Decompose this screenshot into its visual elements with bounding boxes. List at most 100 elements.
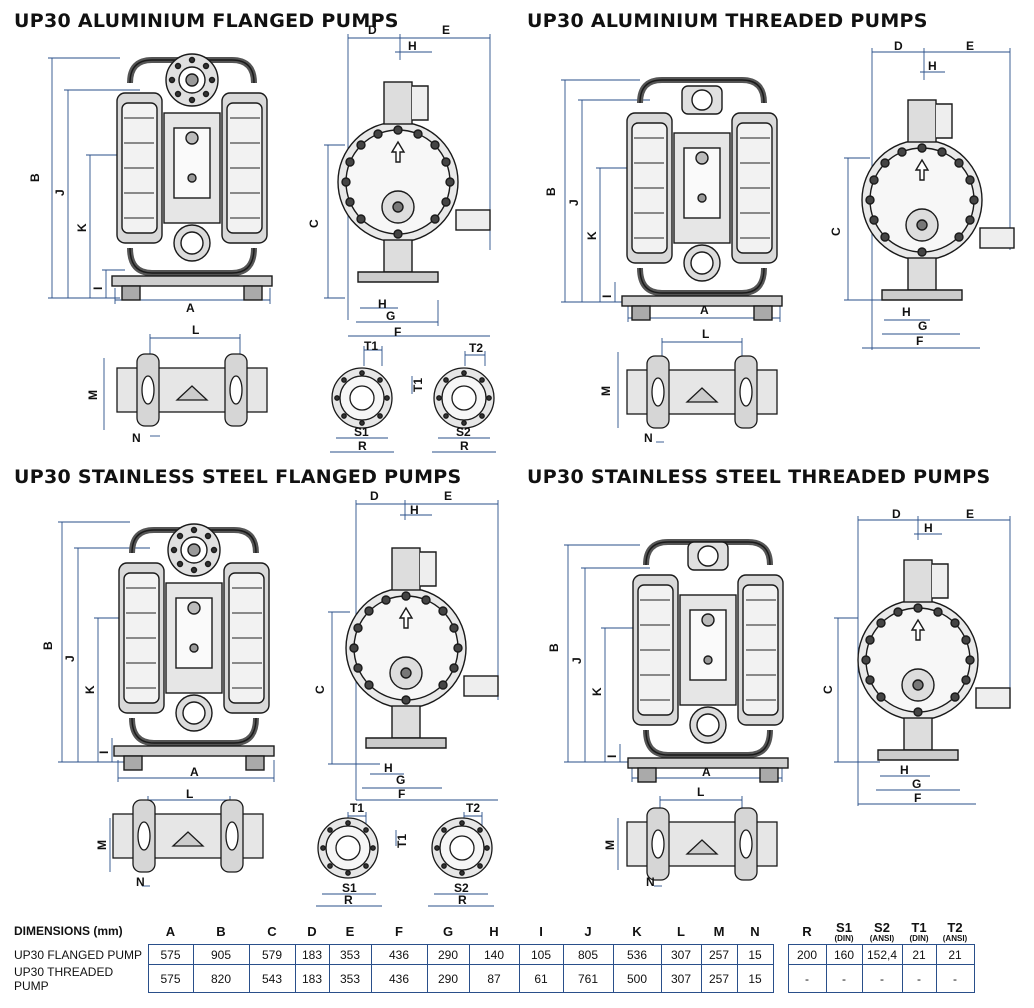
label-F-q2: F bbox=[916, 334, 923, 348]
label-L-q2: L bbox=[702, 327, 709, 341]
label-C-q4: C bbox=[821, 685, 835, 694]
table-cell: 500 bbox=[612, 964, 662, 993]
label-A-q2: A bbox=[700, 303, 709, 317]
table-cell: - bbox=[787, 964, 827, 993]
label-A-q3: A bbox=[190, 765, 199, 779]
label-H-bottom-q3: H bbox=[384, 761, 393, 775]
row-label: UP30 THREADED PUMP bbox=[14, 964, 114, 993]
table-cell: 575 bbox=[147, 964, 194, 993]
table-cell: 307 bbox=[660, 964, 702, 993]
label-M: M bbox=[86, 390, 100, 400]
table-cell: 353 bbox=[328, 944, 372, 965]
table-cell: 183 bbox=[294, 944, 330, 965]
table-cell: - bbox=[935, 964, 975, 993]
label-N-q2: N bbox=[644, 431, 653, 445]
label-E-q3: E bbox=[444, 489, 452, 503]
table-cell: 15 bbox=[736, 964, 774, 993]
col-header-right: T2(ANSI) bbox=[942, 919, 968, 943]
label-L-q3: L bbox=[186, 787, 193, 801]
label-M-q3: M bbox=[95, 840, 109, 850]
label-G-q4: G bbox=[912, 777, 921, 791]
table-cell: 575 bbox=[147, 944, 194, 965]
table-cell: 105 bbox=[518, 944, 564, 965]
label-F-q4: F bbox=[914, 791, 921, 805]
label-K-q4: K bbox=[590, 687, 604, 696]
label-H-q3: H bbox=[410, 503, 419, 517]
drawing-aluminium-threaded bbox=[622, 80, 1015, 429]
label-K-q2: K bbox=[585, 231, 599, 240]
col-header: C bbox=[267, 923, 277, 939]
label-H-bottom: H bbox=[378, 297, 387, 311]
col-header: F bbox=[395, 923, 403, 939]
drawing-stainless-threaded bbox=[627, 542, 1011, 881]
table-cell: 307 bbox=[660, 944, 702, 965]
label-T1-side: T1 bbox=[411, 378, 425, 392]
label-J-q3: J bbox=[63, 655, 77, 662]
table-cell: 15 bbox=[736, 944, 774, 965]
label-S1-q3: S1 bbox=[342, 881, 357, 895]
label-L-q4: L bbox=[697, 785, 704, 799]
table-cell: 290 bbox=[426, 944, 470, 965]
col-header: M bbox=[713, 923, 725, 939]
table-header-label: DIMENSIONS (mm) bbox=[14, 924, 123, 939]
label-H-q2: H bbox=[928, 59, 937, 73]
label-D-q4: D bbox=[892, 507, 901, 521]
col-header: I bbox=[539, 923, 543, 939]
drawing-stainless-flanged bbox=[113, 523, 499, 879]
table-cell: 21 bbox=[935, 944, 975, 965]
title-stainless-threaded: UP30 STAINLESS STEEL THREADED PUMPS bbox=[527, 466, 991, 488]
label-B: B bbox=[28, 173, 42, 182]
label-F-q3: F bbox=[398, 787, 405, 801]
label-E-q4: E bbox=[966, 507, 974, 521]
label-I-q4: I bbox=[605, 755, 619, 758]
label-F: F bbox=[394, 325, 401, 339]
label-H: H bbox=[408, 39, 417, 53]
col-header: D bbox=[307, 923, 317, 939]
label-A-q4: A bbox=[702, 765, 711, 779]
table-cell: 257 bbox=[700, 964, 738, 993]
dimensions-table: DIMENSIONS (mm) A B C D E F G H I J K L … bbox=[14, 918, 975, 993]
label-R-1: R bbox=[358, 439, 367, 453]
col-header: L bbox=[677, 923, 685, 939]
label-B-q4: B bbox=[547, 643, 561, 652]
label-I-q2: I bbox=[600, 295, 614, 298]
table-cell: 183 bbox=[294, 964, 330, 993]
label-S1: S1 bbox=[354, 425, 369, 439]
col-header-right: S1(DIN) bbox=[834, 919, 854, 943]
col-header-right: T1(DIN) bbox=[909, 919, 929, 943]
label-C-q3: C bbox=[313, 685, 327, 694]
label-L: L bbox=[192, 323, 199, 337]
table-cell: 21 bbox=[901, 944, 937, 965]
label-D-q3: D bbox=[370, 489, 379, 503]
table-cell: 820 bbox=[192, 964, 250, 993]
col-header: A bbox=[165, 923, 176, 939]
title-aluminium-flanged: UP30 ALUMINIUM FLANGED PUMPS bbox=[14, 10, 399, 32]
table-cell: 140 bbox=[468, 944, 520, 965]
label-E: E bbox=[442, 23, 450, 37]
col-header-right: S2(ANSI) bbox=[869, 919, 895, 943]
col-header: H bbox=[489, 923, 499, 939]
table-row: UP30 FLANGED PUMP 575 905 579 183 353 43… bbox=[14, 944, 975, 965]
label-K-q3: K bbox=[83, 685, 97, 694]
col-header-right: R bbox=[802, 923, 812, 939]
label-S2: S2 bbox=[456, 425, 471, 439]
title-aluminium-threaded: UP30 ALUMINIUM THREADED PUMPS bbox=[527, 10, 928, 32]
label-B-q3: B bbox=[41, 641, 55, 650]
table-header-row: DIMENSIONS (mm) A B C D E F G H I J K L … bbox=[14, 918, 974, 945]
label-H-bottom-q2: H bbox=[902, 305, 911, 319]
table-cell: 579 bbox=[248, 944, 296, 965]
table-cell: 160 bbox=[825, 944, 863, 965]
label-T1: T1 bbox=[364, 339, 378, 353]
drawing-aluminium-flanged bbox=[112, 53, 495, 429]
table-cell: 436 bbox=[370, 964, 428, 993]
label-H-bottom-q4: H bbox=[900, 763, 909, 777]
table-cell: 536 bbox=[612, 944, 662, 965]
label-R-2: R bbox=[460, 439, 469, 453]
label-T2-q3: T2 bbox=[466, 801, 480, 815]
label-D: D bbox=[368, 23, 377, 37]
table-cell: 200 bbox=[787, 944, 827, 965]
col-header: N bbox=[750, 923, 760, 939]
label-T1-q3: T1 bbox=[350, 801, 364, 815]
table-row: UP30 THREADED PUMP 575 820 543 183 353 4… bbox=[14, 964, 975, 993]
table-cell: 805 bbox=[562, 944, 614, 965]
